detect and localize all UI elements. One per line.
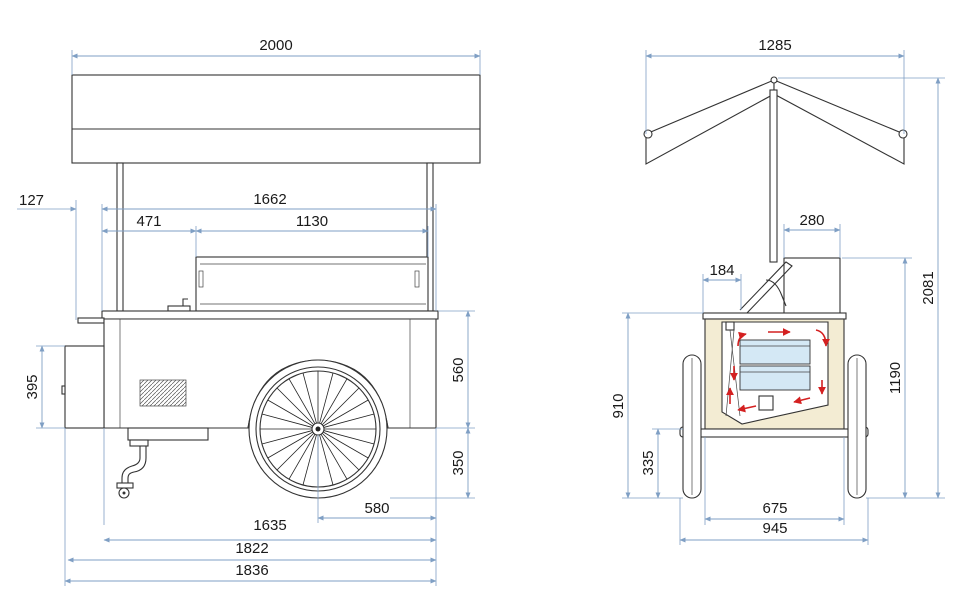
wheel-spoke [267,431,314,459]
dim-side-box: 395 [24,374,41,399]
wheel-spoke [302,372,317,424]
dim-total-height: 2081 [920,271,937,304]
dim-lid-offset: 184 [709,262,734,279]
wheel-spoke [319,372,334,424]
side-box [61,345,105,429]
dim-track-width: 945 [762,520,787,537]
vent-grille [139,379,187,407]
dim-display-case: 1130 [296,213,328,230]
caster-wheel [116,446,147,499]
end-wheels [682,354,867,499]
canopy [71,74,481,164]
dim-body-height: 910 [610,393,627,418]
wheel-spoke [319,434,334,486]
wheel-spoke [288,433,316,480]
ice-cream-pans [739,339,811,391]
dim-overall-length: 2000 [259,37,292,54]
display-case [195,256,429,312]
end-pole [769,89,778,263]
wheel-spoke [320,433,348,480]
end-counter [702,312,847,320]
wheel-spoke [276,432,315,471]
wheel-spoke [276,387,315,426]
wheel-spoke [323,430,375,445]
side-view [61,74,481,499]
dim-counter-height: 1190 [887,362,904,394]
wheel-spoke [261,430,313,445]
dim-canopy-width: 1285 [758,37,791,54]
dim-lid-width: 280 [799,212,824,229]
side-dimensions: 2000 127 1662 471 1130 560 350 395 [17,37,481,586]
airflow-arrows [726,328,830,413]
wheel-spoke [288,378,316,425]
dim-base-length: 1635 [253,517,286,534]
wheel-spoke [267,399,314,427]
dim-wheel-clearance: 350 [450,450,467,475]
wheel-spoke [321,432,360,471]
wheel-spoke [320,378,348,425]
wheel-spoke [322,431,369,459]
dim-frame-length: 1822 [235,540,268,557]
large-wheel [247,359,389,499]
end-display [739,257,841,315]
wheel-spoke [302,434,317,486]
wheel-spoke [321,387,360,426]
end-dimensions: 1285 280 184 2081 1190 910 335 675 [610,37,945,545]
end-base-frame [679,426,869,438]
wheel-spoke [261,413,313,428]
end-view [643,76,908,499]
dim-edge-offset: 127 [19,192,44,209]
wheel-spoke [322,399,369,427]
dim-left-counter: 471 [136,213,161,230]
wheel-spoke [323,413,375,428]
faucet [167,298,191,312]
dim-overall-base: 1836 [235,562,268,579]
dim-body-clearance: 335 [640,450,657,475]
dim-cabinet-height: 560 [450,357,467,382]
drain-tray [127,427,209,447]
dim-inner-width: 675 [762,500,787,517]
wheel-spokes [260,371,376,487]
dim-counter-length: 1662 [253,191,286,208]
end-canopy [643,76,908,165]
dim-wheel-offset: 580 [364,500,389,517]
